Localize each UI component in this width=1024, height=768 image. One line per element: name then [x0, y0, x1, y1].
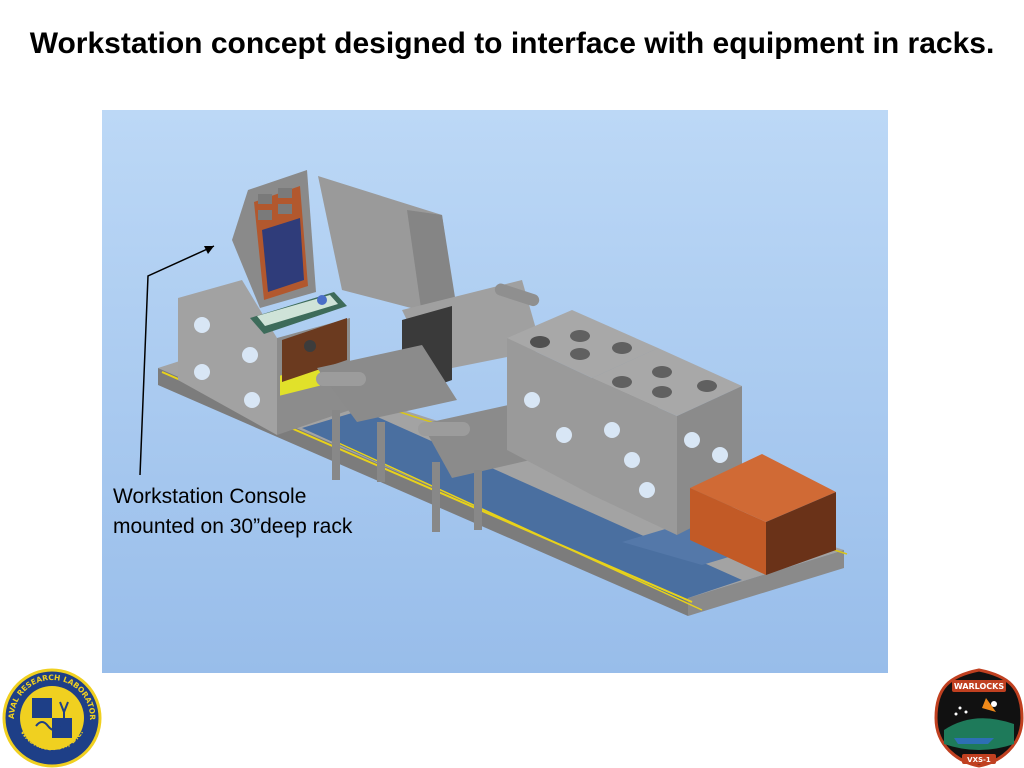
slide-title: Workstation concept designed to interfac… — [29, 27, 995, 60]
equipment-rack-2 — [592, 348, 742, 535]
callout-arrow — [139, 245, 215, 476]
warlocks-top-text: WARLOCKS — [954, 682, 1005, 691]
nrl-seal-icon: NAVAL RESEARCH LABORATORY WASHINGTON, D.… — [0, 668, 102, 768]
workstation-render-image — [102, 110, 888, 673]
warlocks-bottom-text: VXS-1 — [967, 756, 991, 764]
warlocks-patch-icon: WARLOCKS VXS-1 — [934, 668, 1024, 768]
cargo-box — [690, 454, 836, 575]
operator-seat-1 — [316, 306, 457, 482]
callout-caption: Workstation Console mounted on 30”deep r… — [113, 485, 353, 538]
console-display-tower — [232, 170, 347, 382]
